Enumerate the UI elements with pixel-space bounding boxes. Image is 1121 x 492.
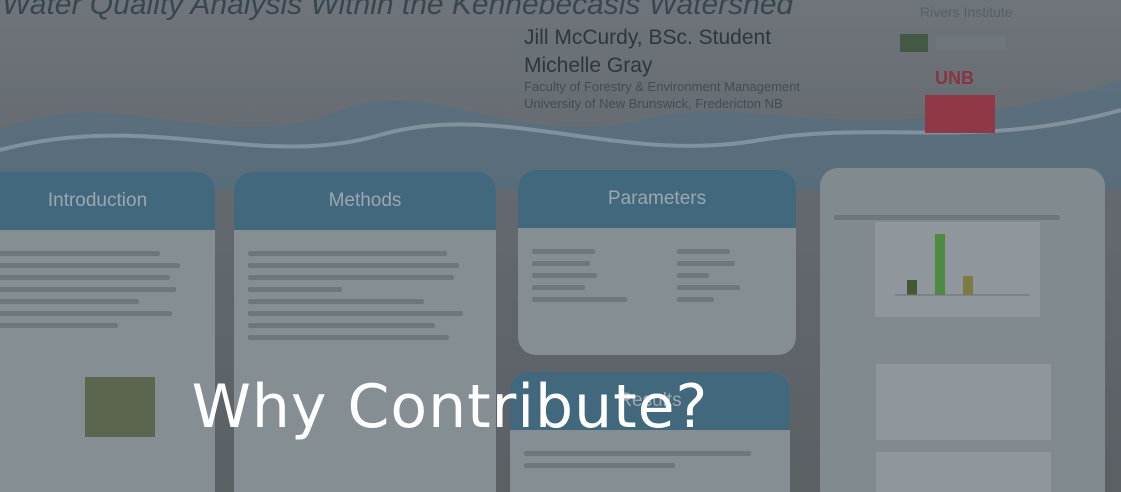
author-2: Michelle Gray [524, 54, 653, 77]
bar-1 [907, 280, 917, 295]
bar-3 [963, 276, 973, 295]
wqi-bar-chart [875, 222, 1040, 317]
trend-chart-2 [876, 452, 1051, 492]
introduction-panel: Introduction [0, 172, 215, 492]
methods-heading: Methods [234, 172, 496, 230]
introduction-heading: Introduction [0, 172, 215, 230]
wqi-bar-chart-svg [895, 234, 1030, 296]
parameters-heading: Parameters [518, 170, 796, 228]
parameters-panel: Parameters [518, 170, 796, 355]
unb-logo: UNB [935, 68, 974, 88]
results-heading: Results [510, 372, 790, 430]
poster-title: Water Quality Analysis Within the Kenneb… [2, 0, 794, 21]
affiliation-1: Faculty of Forestry & Environment Manage… [524, 79, 801, 94]
rivers-institute-logo: Rivers Institute [920, 4, 1013, 20]
poster-authors: Jill McCurdy, BSc. Student Michelle Gray… [524, 26, 800, 112]
faculty-badge [925, 95, 995, 133]
affiliation-2: University of New Brunswick, Fredericton… [524, 96, 783, 111]
partner-logo [900, 34, 1006, 52]
trend-chart-1 [876, 364, 1051, 440]
author-1: Jill McCurdy, BSc. Student [524, 26, 772, 49]
methods-panel: Methods [234, 172, 496, 492]
watershed-photo [85, 377, 155, 437]
bar-2 [935, 234, 945, 295]
hero-heading: Why Contribute? [191, 372, 709, 442]
results-panel: Results [510, 372, 790, 492]
